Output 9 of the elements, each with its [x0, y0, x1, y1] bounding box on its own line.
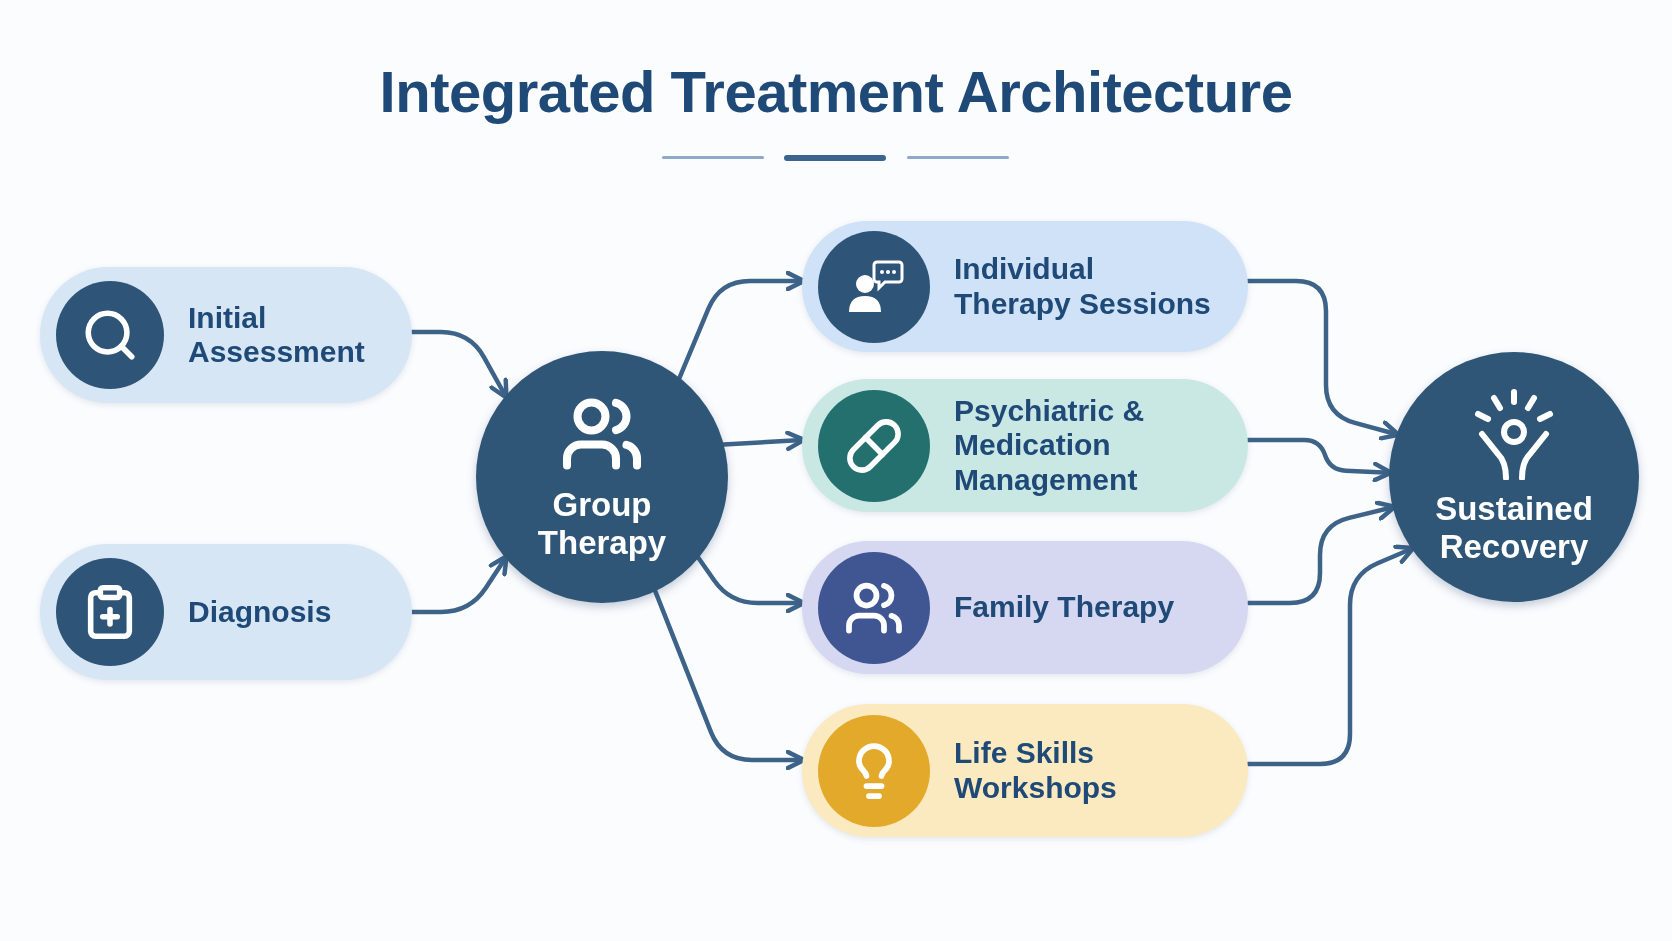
diagram-title: Integrated Treatment Architecture	[378, 58, 1294, 125]
node-label: Diagnosis	[188, 594, 332, 630]
node-label: Sustained Recovery	[1434, 490, 1594, 566]
node-label: Life Skills Workshops	[954, 736, 1118, 805]
node-label: Psychiatric & Medication Management	[954, 393, 1146, 498]
node-label: Individual Therapy Sessions	[954, 252, 1212, 321]
node-label: Initial Assessment	[188, 300, 366, 370]
node-label: Group Therapy	[536, 486, 668, 562]
node-label: Family Therapy	[954, 590, 1175, 625]
